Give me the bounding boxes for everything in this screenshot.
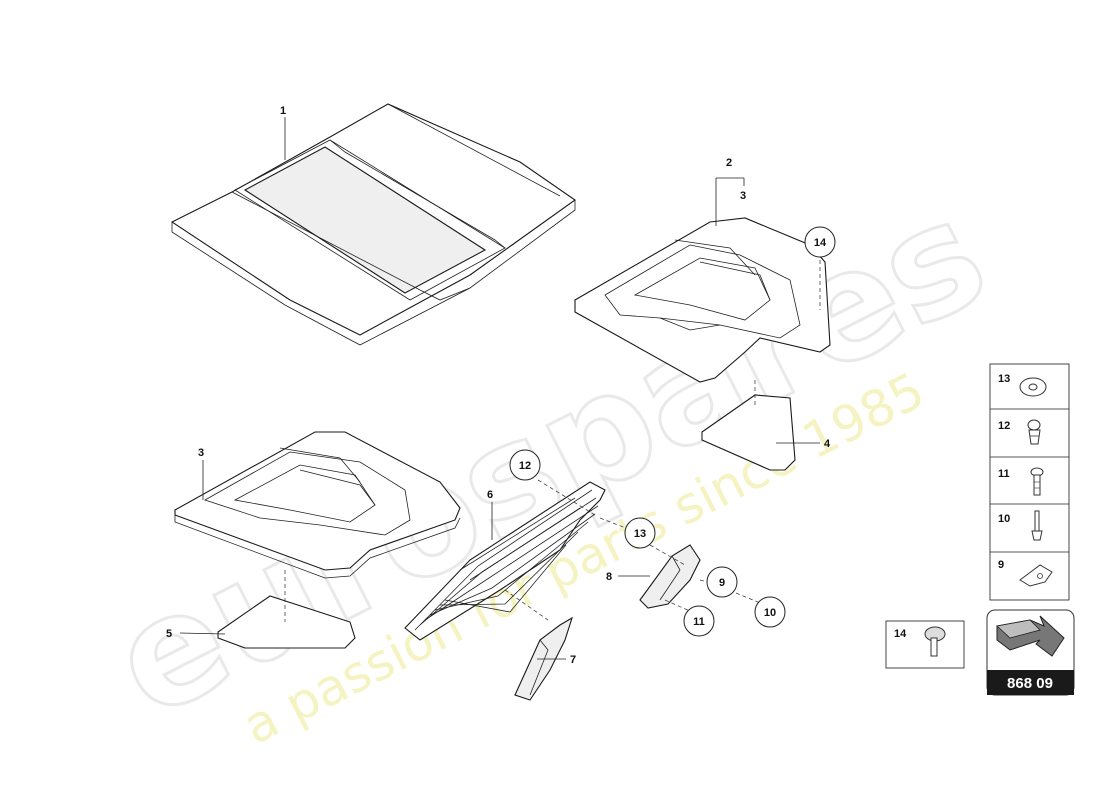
assembly-lines bbox=[284, 260, 821, 622]
reference-code: 868 09 bbox=[1007, 675, 1053, 692]
legend-label-11: 11 bbox=[998, 468, 1010, 480]
callout-13-circle: 13 bbox=[634, 528, 646, 540]
part-8-bracket bbox=[639, 544, 701, 609]
callout-6: 6 bbox=[487, 489, 493, 501]
legend-label-9: 9 bbox=[998, 559, 1004, 571]
callout-2: 2 bbox=[726, 157, 732, 169]
screw-icon bbox=[1030, 467, 1044, 496]
legend-label-14: 14 bbox=[894, 628, 907, 640]
callout-3-upper: 3 bbox=[740, 190, 746, 202]
part-1-cover-panel bbox=[170, 103, 576, 346]
arrow-icon bbox=[996, 615, 1065, 657]
callout-1: 1 bbox=[280, 105, 286, 117]
callout-7: 7 bbox=[570, 654, 576, 666]
callout-14-circle: 14 bbox=[814, 237, 827, 249]
part-5-insulation-pad bbox=[217, 595, 356, 649]
callout-8: 8 bbox=[606, 571, 612, 583]
callout-4: 4 bbox=[824, 438, 831, 450]
circled-callouts: 14 12 13 9 10 11 bbox=[509, 226, 836, 637]
stud-icon bbox=[924, 626, 946, 657]
callout-5: 5 bbox=[166, 628, 172, 640]
fastener-14-box: 14 bbox=[885, 620, 965, 669]
pin-icon bbox=[1031, 510, 1043, 541]
callouts: 1 2 3 4 3 5 6 7 8 bbox=[166, 105, 831, 666]
part-3-insulation-mat-lower bbox=[174, 431, 461, 579]
washer-icon bbox=[1019, 377, 1047, 397]
reference-badge: 868 09 bbox=[986, 609, 1075, 696]
callout-11-circle: 11 bbox=[693, 616, 705, 628]
fastener-legend: 13 12 11 10 9 bbox=[989, 363, 1070, 601]
clip-icon bbox=[1027, 419, 1041, 445]
bracket-clip-icon bbox=[1019, 564, 1053, 587]
part-6-grille bbox=[404, 481, 606, 641]
legend-label-12: 12 bbox=[998, 420, 1010, 432]
callout-10-circle: 10 bbox=[764, 607, 776, 619]
callout-3-lower: 3 bbox=[198, 447, 204, 459]
legend-label-13: 13 bbox=[998, 373, 1010, 385]
part-2-insulation-mat-upper bbox=[574, 217, 831, 383]
callout-9-circle: 9 bbox=[719, 577, 725, 589]
legend-label-10: 10 bbox=[998, 513, 1010, 525]
leader-lines bbox=[179, 117, 820, 660]
part-4-insulation-pad bbox=[701, 394, 796, 471]
callout-12-circle: 12 bbox=[519, 460, 531, 472]
